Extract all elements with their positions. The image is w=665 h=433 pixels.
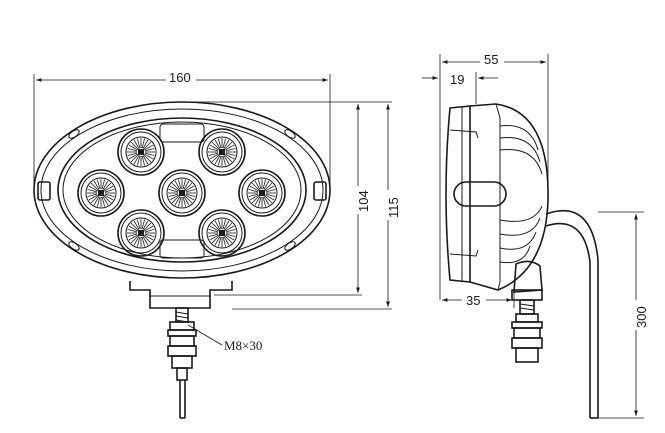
- mount-bracket: [129, 281, 233, 309]
- front-bezel: [57, 117, 307, 263]
- led-emitter: [198, 209, 246, 257]
- front-width-label: 160: [169, 70, 191, 85]
- mounting-bolt: [167, 307, 197, 419]
- led-emitter: [77, 169, 125, 217]
- side-base-depth-label: 35: [466, 293, 480, 308]
- side-bracket: [513, 260, 543, 293]
- front-inner-height-label: 104: [356, 190, 371, 212]
- front-width-dimension: 160: [33, 70, 331, 190]
- led-emitter: [158, 169, 206, 217]
- side-depth-label: 55: [484, 52, 498, 67]
- cable-length-dimension: 300: [598, 211, 649, 419]
- led-emitter: [117, 128, 165, 176]
- led-emitter: [198, 128, 246, 176]
- reflector-band-top: [159, 123, 205, 143]
- side-cable: [545, 209, 599, 418]
- led-emitter: [117, 209, 165, 257]
- side-boss: [453, 181, 507, 207]
- side-depth-dimensions: 55 19 35: [422, 52, 549, 308]
- front-view: M8×30: [33, 101, 331, 419]
- led-emitter: [238, 169, 286, 217]
- front-housing-inner: [40, 108, 324, 272]
- bolt-spec-label: M8×30: [224, 338, 262, 353]
- front-overall-height-label: 115: [386, 197, 401, 218]
- front-height-dimensions: 104 115: [182, 101, 401, 310]
- led-array: [77, 128, 286, 257]
- side-lens-depth-label: 19: [450, 72, 464, 87]
- reflector-band-bottom: [159, 239, 205, 259]
- side-view: [445, 103, 599, 419]
- right-clip: [313, 181, 327, 201]
- side-body: [469, 103, 549, 291]
- rim-screws: [68, 129, 296, 251]
- left-clip: [37, 181, 51, 201]
- cable-length-label: 300: [634, 306, 649, 328]
- side-bolt: [511, 299, 543, 363]
- cooling-fins: [499, 125, 543, 264]
- side-lens: [445, 105, 471, 283]
